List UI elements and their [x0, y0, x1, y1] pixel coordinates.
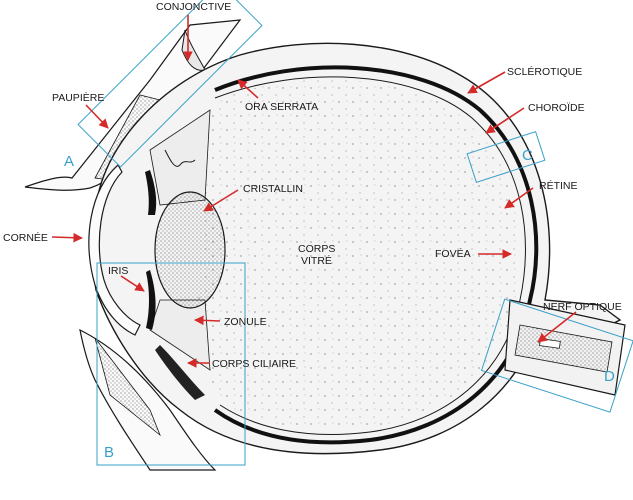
retina — [214, 76, 526, 435]
label-corps-vitre-2: VITRÉ — [301, 254, 332, 267]
vitreous-body — [198, 79, 521, 431]
label-retine: RÉTINE — [539, 179, 578, 192]
label-conjonctive: CONJONCTIVE — [156, 1, 231, 13]
label-cristallin: CRISTALLIN — [243, 183, 303, 195]
label-nerf-optique: NERF OPTIQUE — [543, 301, 622, 313]
cornea — [88, 164, 141, 336]
lower-eyelid — [79, 328, 217, 471]
svg-text:D: D — [604, 368, 615, 385]
box-b: B — [96, 262, 246, 466]
svg-text:C: C — [522, 147, 533, 164]
iris — [145, 170, 157, 330]
label-ora-serrata: ORA SERRATA — [245, 101, 318, 113]
box-d: D — [480, 298, 633, 413]
box-a: A — [64, 0, 263, 170]
label-corps-vitre-1: CORPS — [298, 243, 335, 255]
lens — [154, 191, 226, 309]
arrows — [51, 15, 577, 368]
box-c: C — [466, 130, 546, 184]
label-paupiere: PAUPIÈRE — [52, 91, 104, 104]
label-choroide: CHOROÏDE — [528, 102, 585, 114]
svg-text:B: B — [104, 444, 114, 461]
svg-text:A: A — [64, 153, 74, 170]
label-cornee: CORNÉE — [3, 231, 48, 244]
label-corps-ciliaire: CORPS CILIAIRE — [212, 358, 296, 370]
label-fovea: FOVÉA — [435, 247, 471, 260]
choroid — [213, 65, 539, 445]
label-iris: IRIS — [108, 265, 128, 277]
label-zonule: ZONULE — [224, 316, 267, 328]
label-sclerotique: SCLÉROTIQUE — [507, 65, 582, 78]
